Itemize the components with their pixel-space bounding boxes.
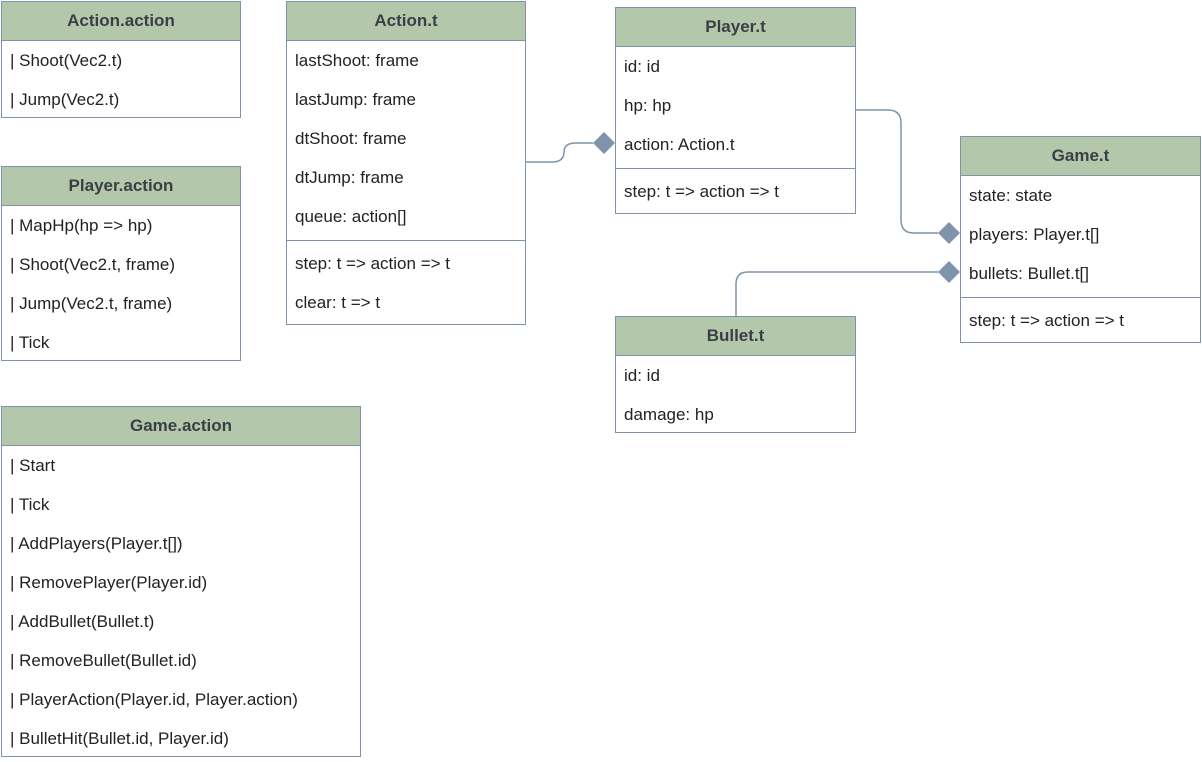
class-bullet-t[interactable]: Bullet.t id: id damage: hp	[615, 316, 856, 433]
section-divider	[616, 168, 855, 169]
variant-row: | Jump(Vec2.t, frame)	[10, 294, 173, 313]
variant-row: | PlayerAction(Player.id, Player.action)	[10, 690, 298, 709]
section-divider	[961, 297, 1200, 298]
field-row: players: Player.t[]	[969, 225, 1100, 244]
composition-link-player-game	[856, 109, 938, 234]
field-row: bullets: Bullet.t[]	[969, 264, 1090, 283]
method-row: step: t => action => t	[295, 254, 450, 273]
class-action-action[interactable]: Action.action | Shoot(Vec2.t) | Jump(Vec…	[1, 1, 241, 118]
section-divider	[287, 240, 525, 241]
variant-row: | Shoot(Vec2.t, frame)	[10, 255, 176, 274]
field-row: lastShoot: frame	[295, 51, 419, 70]
class-title: Action.t	[287, 2, 525, 41]
composition-diamond-icon	[593, 132, 615, 154]
field-row: damage: hp	[624, 405, 714, 424]
class-game-t[interactable]: Game.t state: state players: Player.t[] …	[960, 136, 1201, 343]
variant-row: | BulletHit(Bullet.id, Player.id)	[10, 729, 229, 748]
field-row: id: id	[624, 57, 660, 76]
field-row: lastJump: frame	[295, 90, 416, 109]
class-game-action[interactable]: Game.action | Start | Tick | AddPlayers(…	[1, 406, 361, 757]
field-row: dtJump: frame	[295, 168, 404, 187]
class-player-action[interactable]: Player.action | MapHp(hp => hp) | Shoot(…	[1, 166, 241, 361]
class-title: Player.action	[2, 167, 240, 206]
class-action-t[interactable]: Action.t lastShoot: frame lastJump: fram…	[286, 1, 526, 325]
variant-row: | AddPlayers(Player.t[])	[10, 534, 183, 553]
class-title: Player.t	[616, 8, 855, 47]
variant-row: | Jump(Vec2.t)	[10, 90, 120, 109]
composition-diamond-icon	[938, 261, 960, 283]
variant-row: | Tick	[10, 495, 50, 514]
method-row: clear: t => t	[295, 293, 381, 312]
variant-row: | RemovePlayer(Player.id)	[10, 573, 208, 592]
method-row: step: t => action => t	[624, 182, 779, 201]
class-player-t[interactable]: Player.t id: id hp: hp action: Action.t …	[615, 7, 856, 214]
class-title: Bullet.t	[616, 317, 855, 356]
class-title: Game.action	[2, 407, 360, 446]
method-row: step: t => action => t	[969, 311, 1124, 330]
composition-link-action-player	[526, 142, 593, 163]
variant-row: | MapHp(hp => hp)	[10, 216, 153, 235]
field-row: action: Action.t	[624, 135, 735, 154]
field-row: id: id	[624, 366, 660, 385]
composition-link-bullet-game	[735, 271, 938, 316]
variant-row: | Shoot(Vec2.t)	[10, 51, 123, 70]
field-row: queue: action[]	[295, 207, 407, 226]
variant-row: | Tick	[10, 333, 50, 352]
composition-diamond-icon	[938, 222, 960, 244]
class-title: Action.action	[2, 2, 240, 41]
variant-row: | AddBullet(Bullet.t)	[10, 612, 155, 631]
variant-row: | Start	[10, 456, 56, 475]
field-row: state: state	[969, 186, 1053, 205]
field-row: dtShoot: frame	[295, 129, 407, 148]
field-row: hp: hp	[624, 96, 672, 115]
class-title: Game.t	[961, 137, 1200, 176]
variant-row: | RemoveBullet(Bullet.id)	[10, 651, 197, 670]
